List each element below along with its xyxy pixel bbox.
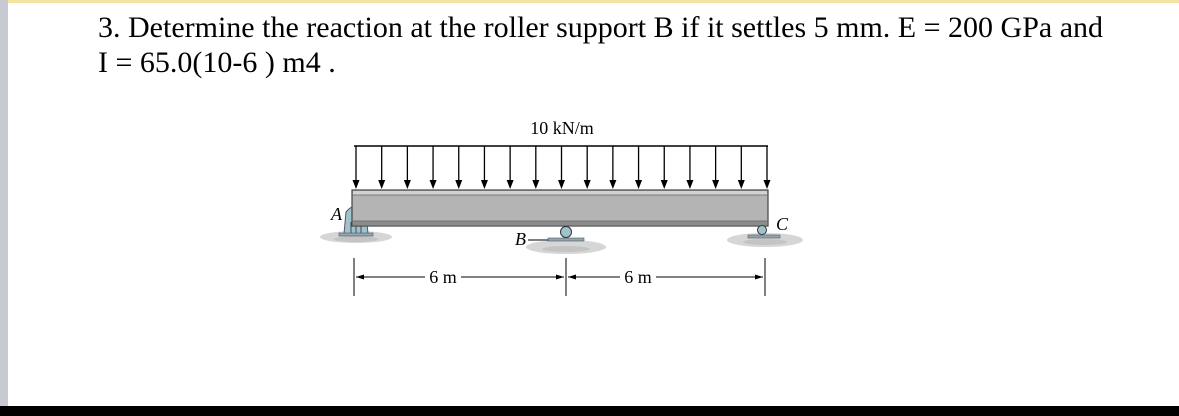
- load-arrow-head: [609, 180, 617, 189]
- roller-support-b-icon: [547, 226, 585, 242]
- load-arrow-head: [429, 180, 437, 189]
- ground-a: [320, 231, 392, 243]
- load-arrow-head: [737, 180, 745, 189]
- load-arrow-head: [532, 180, 540, 189]
- load-arrow-head: [378, 180, 386, 189]
- bottom-bar: [0, 406, 1179, 416]
- load-arrow-head: [480, 180, 488, 189]
- load-arrow-head: [583, 180, 591, 189]
- beam: [351, 189, 769, 227]
- load-arrow-head: [712, 180, 720, 189]
- point-a-label: A: [330, 204, 343, 224]
- question-text: 3. Determine the reaction at the roller …: [98, 11, 1104, 79]
- load-arrow-head: [352, 180, 360, 189]
- dimension-lines: [353, 258, 766, 296]
- load-arrow-head: [558, 180, 565, 189]
- distributed-load: [352, 145, 771, 189]
- span-1-label: 6 m: [429, 267, 457, 287]
- load-label: 10 kN/m: [530, 118, 594, 138]
- load-arrow-head: [763, 180, 771, 189]
- load-arrow-head: [686, 180, 694, 189]
- load-arrow-head: [403, 180, 411, 189]
- point-c-label: C: [776, 214, 789, 234]
- load-arrows: [352, 146, 771, 189]
- span-2-label: 6 m: [624, 267, 652, 287]
- left-rail: [0, 0, 8, 406]
- point-b-label: B: [515, 229, 526, 249]
- ground-c: [727, 233, 803, 247]
- load-arrow-head: [455, 180, 463, 189]
- load-arrow-head: [660, 180, 668, 189]
- load-arrow-head: [635, 180, 643, 189]
- load-arrow-head: [506, 180, 514, 189]
- beam-figure: 10 kN/m A B C: [320, 118, 803, 296]
- top-rule: [0, 0, 1179, 3]
- ground-b: [526, 240, 606, 254]
- roller-support-c-icon: [747, 225, 781, 239]
